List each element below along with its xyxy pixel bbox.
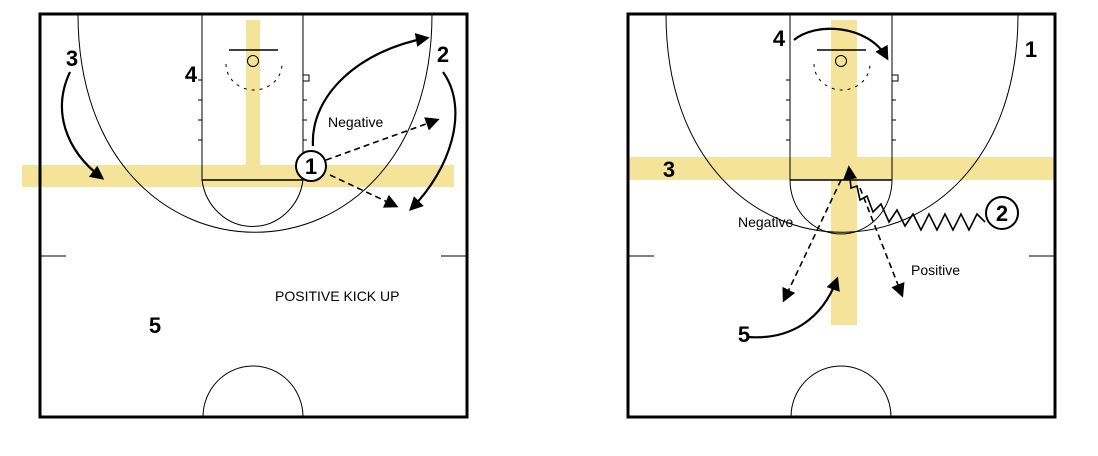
right-free-throw-circle xyxy=(789,179,893,235)
left-player-4: 4 xyxy=(185,62,198,87)
left-rim xyxy=(247,55,259,67)
left-player-2: 2 xyxy=(437,42,449,67)
left-positive-pass xyxy=(329,174,399,208)
right-cut-4 xyxy=(793,27,889,61)
right-rim xyxy=(835,55,847,67)
left-ball-handler-circle xyxy=(295,150,327,182)
left-caption: POSITIVE KICK UP xyxy=(275,288,399,304)
right-player-1: 1 xyxy=(1025,37,1037,62)
right-negative-label: Negative xyxy=(738,214,793,230)
left-player-3: 3 xyxy=(66,46,78,71)
right-player-5: 5 xyxy=(738,322,750,347)
right-positive-label: Positive xyxy=(911,262,960,278)
left-negative-label: Negative xyxy=(328,114,383,130)
left-cut-2-down xyxy=(409,71,457,211)
left-free-throw-circle xyxy=(201,179,304,227)
left-court-diagram: 1 2 3 4 5 Negative POSITIVE KICK UP xyxy=(22,12,469,419)
left-lane-hashes xyxy=(198,79,307,141)
right-negative-pass xyxy=(782,179,842,303)
left-restricted-arc xyxy=(225,63,283,91)
right-lane-hashes xyxy=(786,79,896,141)
right-center-circle xyxy=(790,365,892,418)
right-ball-handler-circle xyxy=(985,196,1019,230)
right-dribble-2 xyxy=(843,165,986,232)
left-player-1: 1 xyxy=(305,154,317,179)
right-player-3: 3 xyxy=(663,157,675,182)
right-cut-5 xyxy=(747,276,840,339)
left-three-point-arc xyxy=(77,13,433,233)
left-highlight-vertical xyxy=(246,20,260,170)
left-cut-3 xyxy=(60,71,105,180)
right-three-point-arc xyxy=(665,13,1019,233)
left-cut-1-to-2 xyxy=(311,33,430,147)
left-highlight-horizontal xyxy=(22,165,454,187)
left-player-5: 5 xyxy=(149,313,161,338)
left-center-circle xyxy=(202,365,304,418)
right-lane-block xyxy=(891,74,899,82)
right-court-diagram: 2 1 3 4 5 Negative Positive xyxy=(626,12,1057,419)
right-player-2: 2 xyxy=(996,201,1008,226)
right-player-4: 4 xyxy=(773,26,786,51)
left-lane-block xyxy=(302,74,310,82)
right-positive-pass xyxy=(859,187,905,298)
right-restricted-arc xyxy=(813,63,871,91)
